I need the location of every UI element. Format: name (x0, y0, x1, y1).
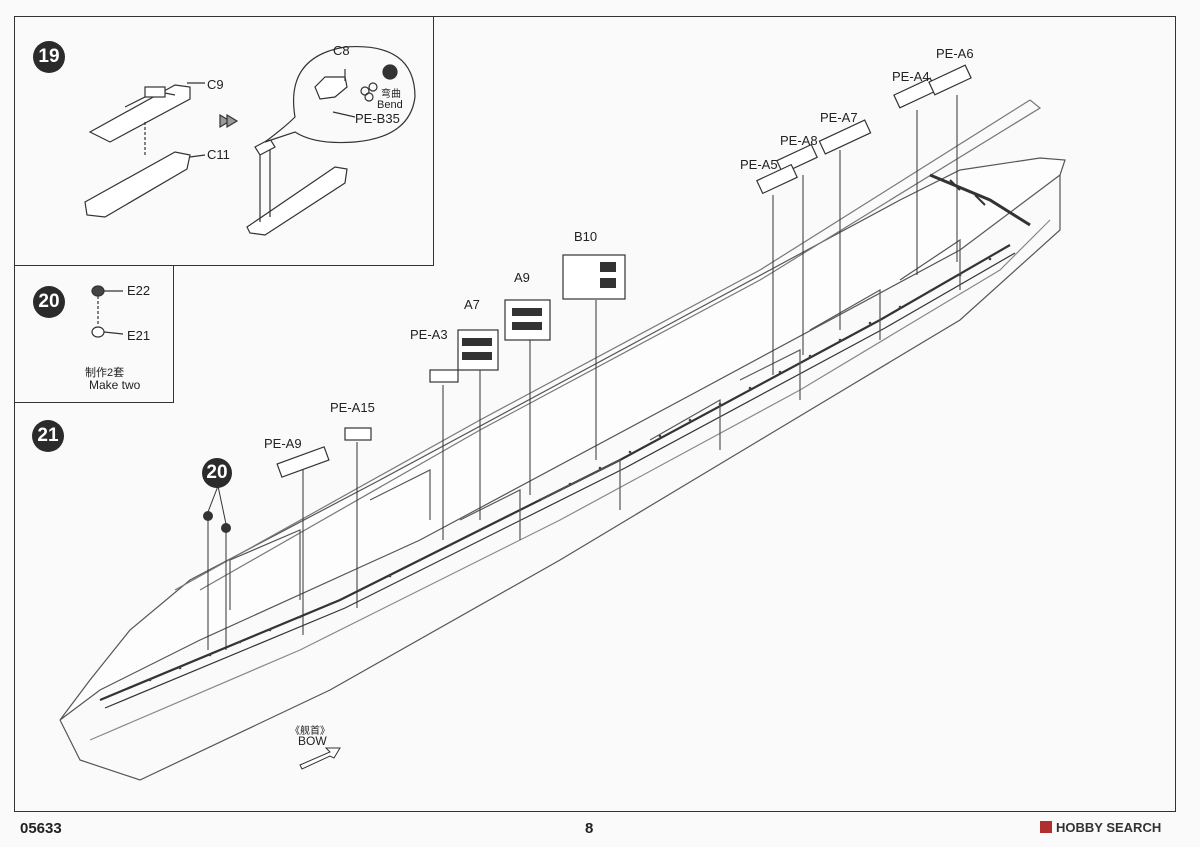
bend-label-en: Bend (377, 99, 403, 111)
product-code: 05633 (20, 820, 62, 837)
page-frame (14, 16, 1176, 812)
step-21-badge: 21 (32, 420, 64, 452)
step-20-panel: 20 E22 E21 制作2套 Make two (14, 265, 174, 403)
make-two-en: Make two (89, 378, 141, 392)
part-label-pe-a9: PE-A9 (264, 436, 302, 451)
step-19-badge: 19 (33, 41, 65, 73)
step-19-drawing (84, 45, 416, 236)
part-label-e21: E21 (127, 328, 151, 343)
part-label-pe-a8: PE-A8 (780, 133, 818, 148)
part-label-a9: A9 (514, 270, 530, 285)
watermark: HOBBY SEARCH (1040, 820, 1161, 835)
part-label-a7: A7 (464, 297, 480, 312)
step-19-panel: 19 C9 C11 C8 弯曲 Bend PE-B35 (14, 16, 434, 266)
part-label-b10: B10 (574, 229, 598, 244)
part-label-pe-a4: PE-A4 (892, 69, 930, 84)
step-20-badge: 20 (33, 286, 65, 318)
part-label-pe-b35: PE-B35 (355, 111, 400, 126)
part-label-pe-a7: PE-A7 (820, 110, 858, 125)
part-label-e22: E22 (127, 283, 151, 298)
part-label-pe-a15: PE-A15 (330, 400, 375, 415)
bow-label-cn: 《舰首》 (290, 726, 330, 737)
bend-label-cn: 弯曲 (381, 89, 401, 100)
watermark-text: HOBBY SEARCH (1056, 820, 1162, 835)
part-label-c9: C9 (207, 77, 224, 92)
watermark-logo-icon (1040, 821, 1052, 833)
part-label-pe-a3: PE-A3 (410, 327, 448, 342)
part-label-c8: C8 (333, 43, 350, 58)
page-number: 8 (585, 820, 594, 837)
part-label-pe-a6: PE-A6 (936, 46, 974, 61)
step-20-drawing (91, 285, 124, 338)
bow-label-en: BOW (298, 734, 327, 748)
part-label-c11: C11 (207, 147, 230, 162)
part-label-pe-a5: PE-A5 (740, 157, 778, 172)
make-two-cn: 制作2套 (85, 367, 125, 379)
subassembly-20-ref: 20 (202, 458, 232, 488)
